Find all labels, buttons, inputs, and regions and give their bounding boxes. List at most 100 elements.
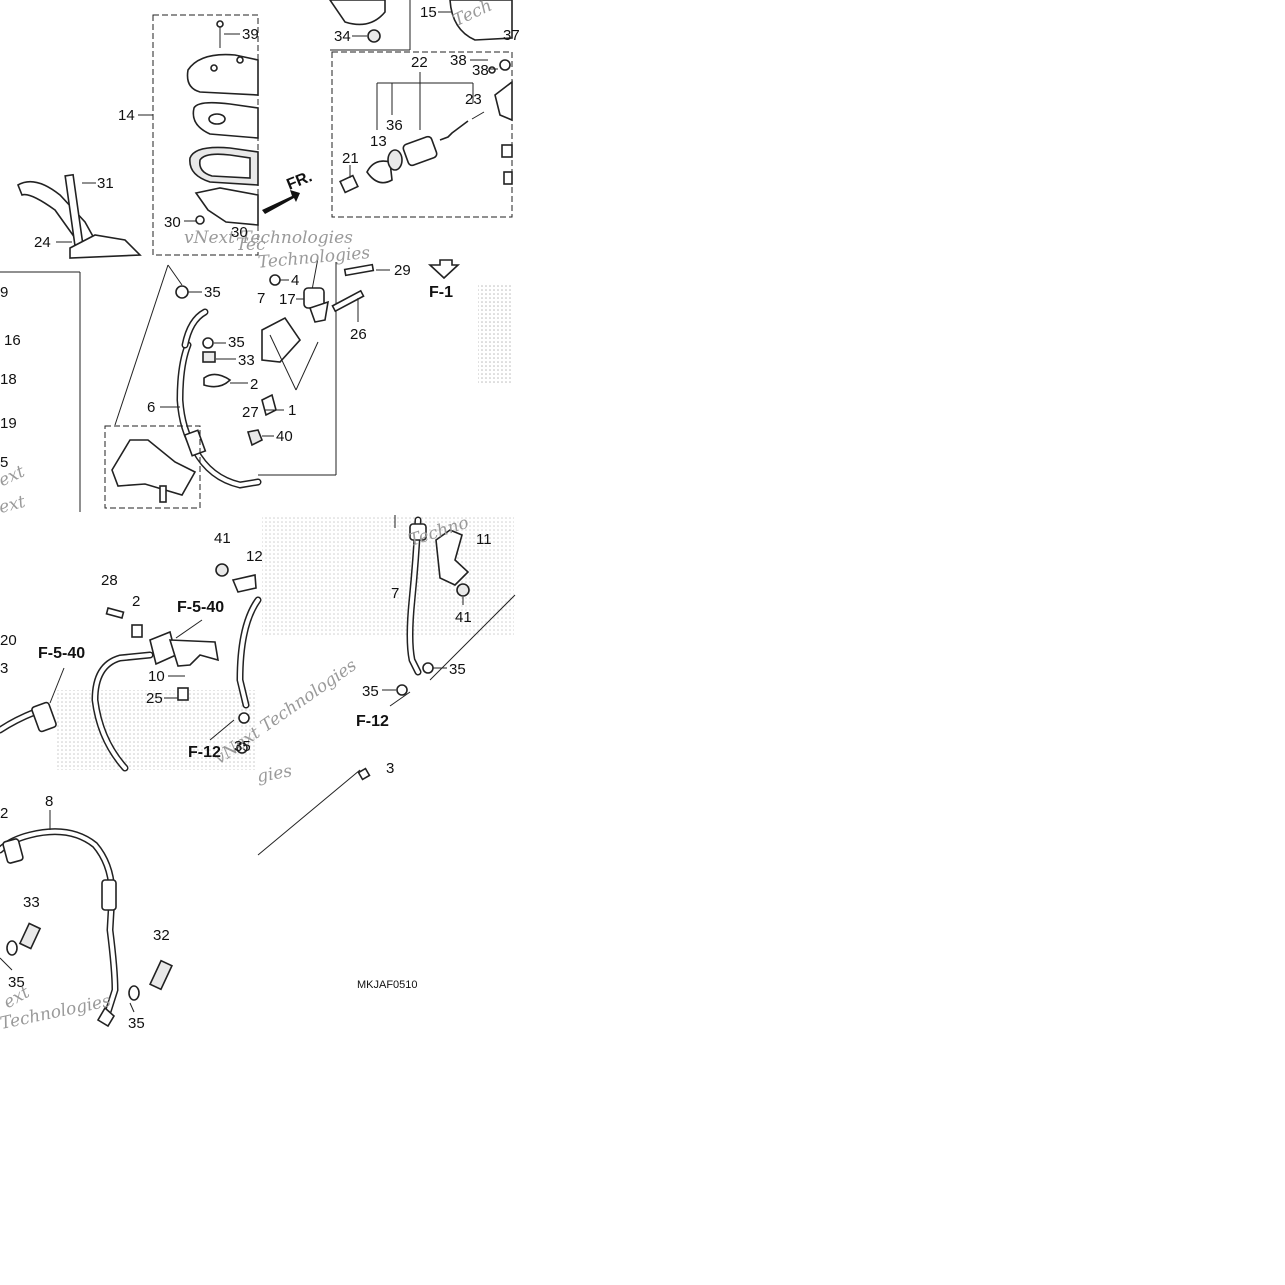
- callout: 38: [450, 52, 467, 69]
- spring: [439, 120, 469, 141]
- callout: 27: [242, 404, 259, 421]
- callout: 19: [0, 415, 17, 432]
- callout: 24: [34, 234, 51, 251]
- drawing-code: MKJAF0510: [357, 979, 418, 991]
- tile-upper-brake-hose: [104, 264, 262, 509]
- brake-hose-seven: [408, 518, 420, 674]
- callout: 36: [386, 117, 403, 134]
- callout: 35: [204, 284, 221, 301]
- callout: 18: [0, 371, 17, 388]
- tile-piston-kit: [329, 0, 513, 218]
- callout: 2: [250, 376, 258, 393]
- callout: 23: [465, 91, 482, 108]
- callout: 41: [214, 530, 231, 547]
- piston-pushrod: [339, 174, 359, 194]
- brake-hose-left: [92, 653, 152, 770]
- watermark-logo: [478, 285, 513, 385]
- callout: 14: [118, 107, 135, 124]
- reference-labels: F-1 F-5-40 F-5-40 F-12 F-12 MKJAF0510: [38, 284, 453, 991]
- f1-arrow: [427, 259, 461, 280]
- callout: 6: [147, 399, 155, 416]
- hose-clip: [183, 429, 207, 457]
- cap-nut: [367, 29, 381, 43]
- tile-hose-seven: Techno: [262, 513, 516, 707]
- hose-joint: [203, 373, 232, 388]
- callout-labels: 39 14 31 24 30 30 34 15 22 38 38 23 36 1…: [0, 4, 520, 1032]
- ref-label-f5-40: F-5-40: [38, 645, 85, 662]
- tile-hose-eight: ext Technologies: [0, 810, 173, 1034]
- tile-master-cylinder-reservoir: FR. vNext Technologies: [17, 14, 353, 259]
- brake-hose-upper: [177, 343, 260, 488]
- ref-label-f5-40: F-5-40: [177, 599, 224, 616]
- callout: 22: [411, 54, 428, 71]
- watermark: Tec: [236, 235, 266, 255]
- callout: 35: [362, 683, 379, 700]
- banjo-bolt: [149, 959, 173, 991]
- cylinder-top: [329, 0, 386, 26]
- callout: 35: [228, 334, 245, 351]
- callout: 26: [350, 326, 367, 343]
- callout: 35: [449, 661, 466, 678]
- callout: 35: [8, 974, 25, 991]
- callout: 35: [128, 1015, 145, 1032]
- callout: 35: [234, 738, 251, 755]
- callout: 4: [291, 272, 299, 289]
- watermark: vNext Technologies: [184, 228, 353, 248]
- callout: 9: [0, 284, 8, 301]
- brake-lever: [17, 180, 96, 252]
- callout: 41: [455, 609, 472, 626]
- bracket-detail-frame: [104, 425, 201, 509]
- callout: 13: [370, 133, 387, 150]
- piston: [402, 135, 438, 167]
- callout: 21: [342, 150, 359, 167]
- tile-strip: gies: [256, 761, 371, 856]
- callout: 39: [242, 26, 259, 43]
- joint-bracket: [168, 639, 219, 667]
- callout: 33: [238, 352, 255, 369]
- callout: 3: [0, 660, 8, 677]
- front-arrow: [262, 190, 300, 214]
- callout: 17: [279, 291, 296, 308]
- ref-label-f12: F-12: [356, 713, 389, 730]
- callout: 11: [476, 531, 492, 548]
- fr-label: FR.: [284, 168, 314, 193]
- callout: 30: [231, 224, 248, 241]
- watermark: ext: [0, 492, 28, 518]
- circlip: [387, 149, 403, 171]
- callout: 10: [148, 668, 165, 685]
- callout: 16: [4, 332, 21, 349]
- joint-block: [31, 701, 57, 733]
- ref-label-f12: F-12: [188, 744, 221, 761]
- callout: 38: [472, 62, 489, 79]
- joint-body: [494, 80, 513, 122]
- watermark: gies: [256, 761, 294, 787]
- switch-housing: [261, 316, 302, 363]
- banjo-bolt: [202, 351, 216, 363]
- callout: 32: [153, 927, 170, 944]
- bolt: [105, 607, 125, 619]
- nut: [246, 429, 264, 447]
- ref-label-f1: F-1: [429, 284, 453, 301]
- callout: 2: [132, 593, 140, 610]
- callout: 15: [420, 4, 437, 21]
- callout: 31: [97, 175, 114, 192]
- callout: 40: [276, 428, 293, 445]
- callout: 34: [334, 28, 351, 45]
- callout: 2: [0, 805, 8, 822]
- callout: 5: [0, 454, 8, 471]
- watermark-logo: [262, 515, 514, 635]
- callout: 37: [503, 27, 520, 44]
- callout: 20: [0, 632, 17, 649]
- callout: 3: [386, 760, 394, 777]
- callout: 30: [164, 214, 181, 231]
- callout: 29: [394, 262, 411, 279]
- callout: 1: [288, 402, 296, 419]
- float: [194, 187, 259, 226]
- tile-brake-switch: [246, 257, 513, 476]
- callout: 7: [257, 290, 265, 307]
- callout: 7: [391, 585, 399, 602]
- boot: [366, 160, 393, 184]
- nut: [456, 583, 470, 597]
- master-cylinder-body: [69, 234, 142, 259]
